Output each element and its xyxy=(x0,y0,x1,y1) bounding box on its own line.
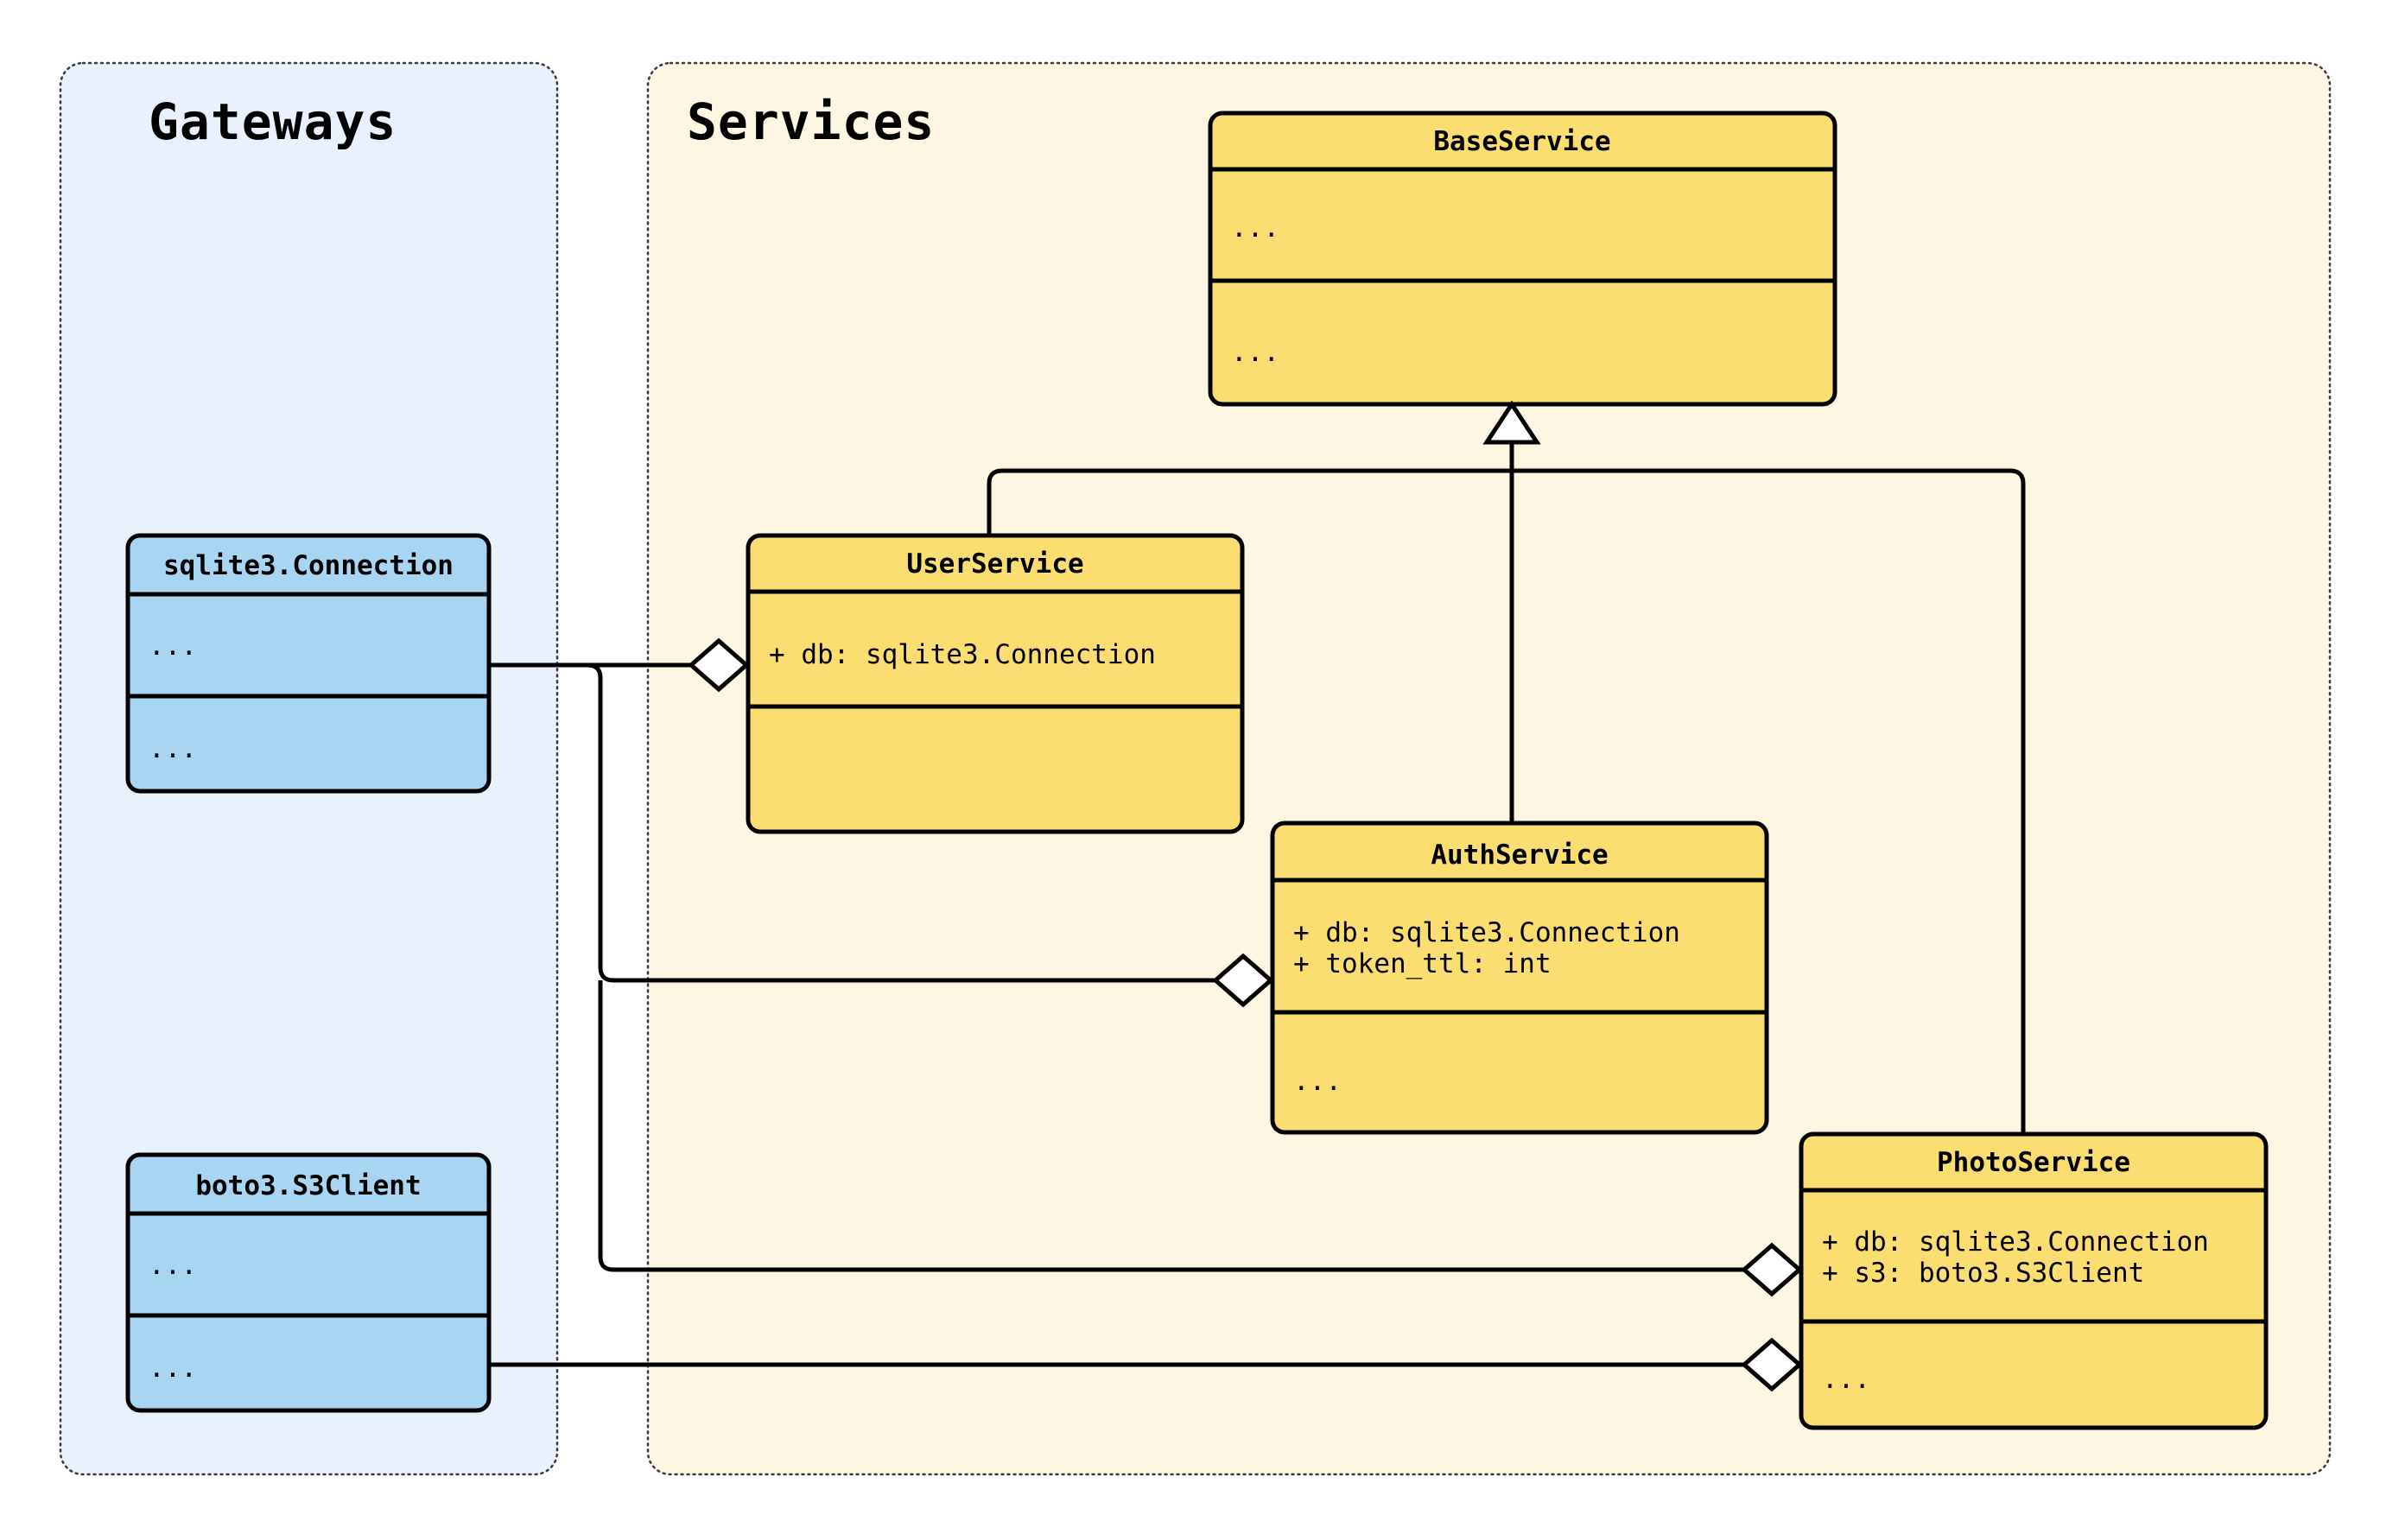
class-boto3-s3client-method: ... xyxy=(149,1353,197,1384)
class-boto3-s3client-title: boto3.S3Client xyxy=(195,1170,421,1201)
package-services-label: Services xyxy=(687,92,935,151)
class-baseservice-method: ... xyxy=(1231,337,1279,368)
package-services-frame xyxy=(646,61,2332,1476)
class-userservice-attribute: + db: sqlite3.Connection xyxy=(769,639,1156,670)
edge-photoservice-aggregates-sqlite3[interactable] xyxy=(598,980,1769,1272)
class-photoservice[interactable]: PhotoService + db: sqlite3.Connection + … xyxy=(1799,1131,2269,1430)
edge-photoservice-inherits-baseservice[interactable] xyxy=(1512,468,2026,1134)
relationship-markers xyxy=(688,400,1803,1392)
class-authservice-box xyxy=(1270,821,1769,1135)
class-photoservice-attribute-1: + db: sqlite3.Connection xyxy=(1822,1226,2209,1258)
class-authservice-method: ... xyxy=(1293,1066,1342,1097)
class-userservice-box xyxy=(746,533,1245,834)
class-photoservice-box xyxy=(1799,1131,2269,1430)
edge-userservice-inherits-baseservice[interactable] xyxy=(987,468,1512,536)
relationship-edges xyxy=(489,432,2026,1367)
class-authservice[interactable]: AuthService + db: sqlite3.Connection + t… xyxy=(1270,821,1769,1135)
class-sqlite3-connection-box xyxy=(125,533,492,794)
class-sqlite3-connection[interactable]: sqlite3.Connection ... ... xyxy=(125,533,492,794)
class-baseservice-title: BaseService xyxy=(1433,126,1610,157)
aggregation-diamond-icon-photoservice-db[interactable] xyxy=(1741,1242,1803,1297)
class-photoservice-title: PhotoService xyxy=(1937,1147,2130,1178)
class-authservice-attribute-2: + token_ttl: int xyxy=(1293,948,1552,979)
class-userservice[interactable]: UserService + db: sqlite3.Connection xyxy=(746,533,1245,834)
class-baseservice[interactable]: BaseService ... ... xyxy=(1208,111,1837,407)
class-sqlite3-connection-attribute: ... xyxy=(149,631,197,662)
class-photoservice-method: ... xyxy=(1822,1364,1870,1395)
edge-authservice-aggregates-sqlite3[interactable] xyxy=(489,662,1241,983)
package-gateways-label: Gateways xyxy=(149,92,397,151)
class-photoservice-attribute-2: + s3: boto3.S3Client xyxy=(1822,1258,2144,1289)
class-boto3-s3client-attribute: ... xyxy=(149,1250,197,1281)
aggregation-diamond-icon-authservice[interactable] xyxy=(1212,953,1274,1008)
class-sqlite3-connection-method: ... xyxy=(149,733,197,764)
class-authservice-attribute-1: + db: sqlite3.Connection xyxy=(1293,917,1680,948)
class-sqlite3-connection-title: sqlite3.Connection xyxy=(163,550,454,581)
generalization-triangle-icon xyxy=(1482,400,1541,445)
class-userservice-title: UserService xyxy=(906,548,1083,580)
class-baseservice-attribute: ... xyxy=(1231,212,1279,244)
package-services[interactable]: Services xyxy=(646,61,2332,1476)
class-authservice-title: AuthService xyxy=(1431,840,1608,871)
aggregation-diamond-icon-userservice[interactable] xyxy=(688,637,750,693)
class-baseservice-box xyxy=(1208,111,1837,407)
aggregation-diamond-icon-photoservice-s3[interactable] xyxy=(1741,1337,1803,1392)
class-boto3-s3client[interactable]: boto3.S3Client ... ... xyxy=(125,1152,492,1413)
class-boto3-s3client-box xyxy=(125,1152,492,1413)
